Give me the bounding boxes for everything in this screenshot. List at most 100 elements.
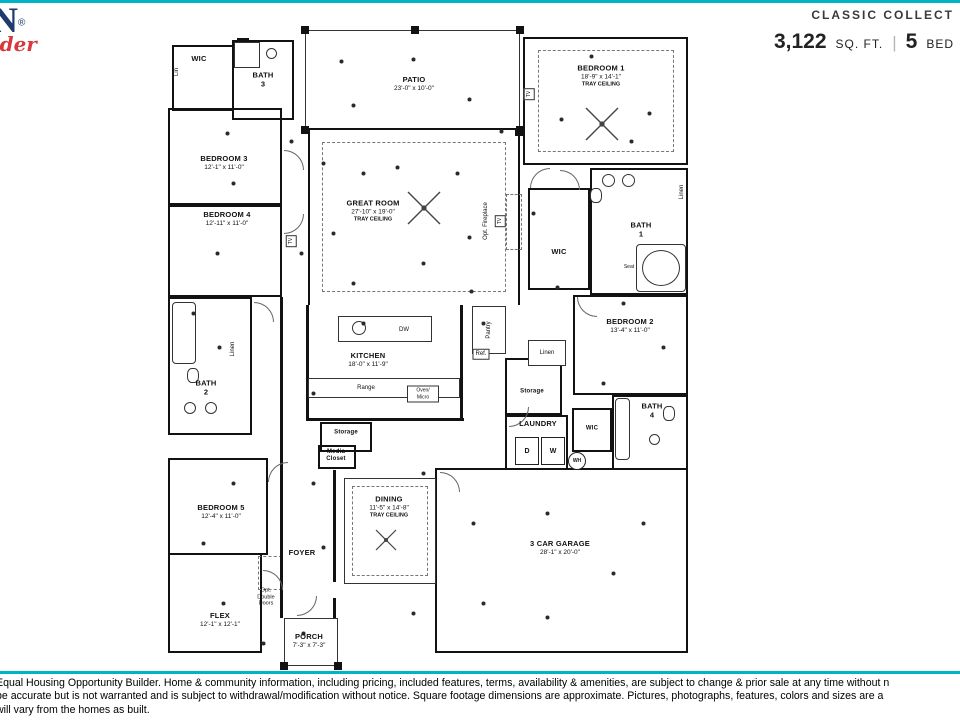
stats-separator: | — [892, 33, 897, 52]
wall-segment — [280, 462, 283, 618]
toilet-icon — [663, 406, 675, 421]
tray-ceiling-outline-great-room — [322, 142, 506, 292]
bathtub-icon — [172, 302, 196, 364]
room-outline-bedroom-2 — [573, 295, 688, 395]
room-outline-porch — [284, 618, 338, 666]
dryer-box: D — [515, 437, 539, 465]
room-label-bath-4: BATH 4 — [641, 401, 663, 419]
door-arc — [254, 302, 274, 322]
disclaimer-line-3: will vary from the homes as built. — [0, 703, 150, 716]
room-label-wic-small: WIC — [585, 425, 599, 432]
optional-double-doors-label: Opt. Double Doors — [257, 587, 275, 607]
tray-ceiling-outline-bedroom-1 — [538, 50, 674, 152]
logo-tagline: lder — [0, 32, 37, 56]
room-outline-garage — [435, 468, 688, 653]
toilet-icon — [187, 368, 199, 383]
sink-icon — [622, 174, 635, 187]
linen-label: Linen — [678, 184, 685, 200]
optional-fireplace-outline — [506, 194, 522, 250]
sink-icon — [266, 48, 277, 59]
tv-marker: TV — [494, 214, 506, 228]
linen-label: Lin — [173, 67, 180, 77]
room-outline-bath-2 — [168, 297, 252, 435]
pantry-label: Pantry — [485, 321, 492, 339]
washer-label: W — [549, 447, 557, 455]
door-arc — [284, 150, 304, 170]
room-label-wic-master: WIC — [551, 246, 567, 256]
sink-icon — [205, 402, 217, 414]
wall-segment — [306, 418, 464, 421]
linen-label: Linen — [229, 341, 236, 357]
disclaimer-line-1: Equal Housing Opportunity Builder. Home … — [0, 677, 890, 689]
door-arc — [284, 214, 304, 234]
patio-column — [516, 26, 524, 34]
wall-segment — [306, 305, 309, 420]
room-outline-bedroom-3 — [168, 108, 282, 205]
toilet-icon — [590, 188, 602, 203]
room-label-wic-3: WIC — [191, 53, 207, 63]
linen-label: Linen — [539, 349, 555, 356]
door-arc — [530, 168, 550, 188]
sink-icon — [649, 434, 660, 445]
sink-icon — [184, 402, 196, 414]
door-arc — [268, 462, 288, 482]
light-dots — [0, 0, 3, 3]
beds-value: 5 — [905, 30, 918, 53]
porch-column — [280, 662, 288, 670]
bottom-accent-bar — [0, 671, 960, 674]
bathtub-icon — [615, 398, 630, 460]
room-outline-wic-small — [572, 408, 612, 452]
tray-ceiling-outline-dining — [352, 486, 428, 576]
refrigerator-label: Ref. — [472, 348, 490, 360]
sqft-value: 3,122 — [773, 30, 827, 53]
washer-box: W — [541, 437, 565, 465]
room-label-storage: Storage — [520, 388, 544, 395]
dishwasher-label: DW — [399, 326, 409, 333]
patio-column — [516, 126, 524, 134]
room-outline-media-closet — [318, 445, 356, 469]
plan-header: CLASSIC COLLECT 3,122 SQ. FT. | 5 BED — [774, 8, 954, 54]
room-label-bath-2: BATH 2 — [195, 378, 217, 396]
door-arc — [560, 170, 580, 190]
plan-stats: 3,122 SQ. FT. | 5 BED — [774, 30, 954, 54]
beds-unit: BED — [926, 37, 954, 51]
water-heater-icon: WH — [568, 452, 586, 470]
range-label: Range — [357, 384, 375, 391]
seat-label: Seat — [623, 263, 635, 270]
room-label-storage-media: Storage — [334, 429, 358, 436]
top-accent-bar — [0, 0, 960, 3]
registered-mark-icon: ® — [18, 17, 26, 29]
room-label-media-closet: Media Closet — [326, 449, 346, 462]
room-label-laundry: LAUNDRY — [519, 418, 557, 428]
disclaimer-line-2: be accurate but is not warranted and is … — [0, 690, 884, 703]
wall-segment — [460, 305, 463, 421]
room-outline-bath-3 — [232, 40, 294, 120]
porch-column — [334, 662, 342, 670]
oven-micro-label: Oven/ Micro — [407, 385, 439, 403]
room-outline-storage-media — [320, 422, 372, 452]
water-heater-label: WH — [572, 458, 582, 464]
tv-marker: TV — [523, 87, 535, 101]
optional-fireplace-label: Opt. Fireplace — [482, 202, 489, 240]
dryer-label: D — [524, 447, 530, 455]
builder-logo: N® lder — [0, 2, 37, 54]
ceiling-fan-icon — [585, 107, 619, 141]
ceiling-fan-icon — [407, 191, 441, 225]
room-label-bath-1: BATH 1 — [630, 220, 652, 238]
shower-icon — [234, 42, 260, 68]
room-outline-dining — [344, 478, 436, 584]
room-label-bath-3: BATH 3 — [252, 70, 274, 88]
ceiling-fan-icon — [375, 529, 397, 551]
logo-letter: N — [0, 0, 18, 40]
